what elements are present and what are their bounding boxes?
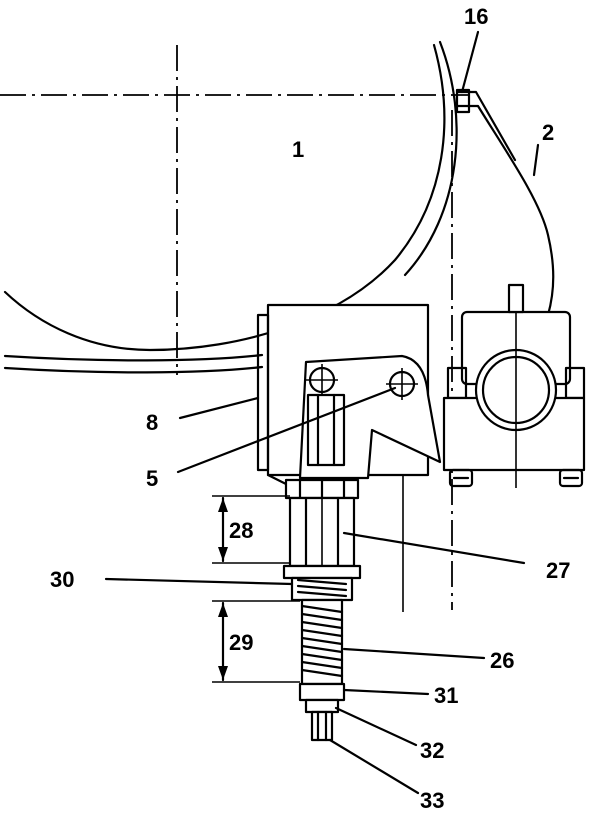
label-29: 29 xyxy=(229,630,253,655)
label-1: 1 xyxy=(292,137,304,162)
bearing-block xyxy=(442,283,586,488)
collar xyxy=(284,478,360,500)
label-30: 30 xyxy=(50,567,74,592)
label-27: 27 xyxy=(546,558,570,583)
spring xyxy=(296,578,348,686)
label-31: 31 xyxy=(434,683,458,708)
dimension-marks xyxy=(212,495,300,683)
label-8: 8 xyxy=(146,410,158,435)
sleeve xyxy=(282,496,362,602)
bracket-arm xyxy=(455,88,555,317)
label-26: 26 xyxy=(490,648,514,673)
leader-lines xyxy=(104,30,540,795)
rod-and-nuts xyxy=(298,682,346,742)
label-33: 33 xyxy=(420,788,444,813)
label-5: 5 xyxy=(146,466,158,491)
part-labels: 16 2 1 8 5 28 27 30 29 26 31 32 33 xyxy=(50,4,570,813)
label-16: 16 xyxy=(464,4,488,29)
lever xyxy=(298,354,442,480)
label-28: 28 xyxy=(229,518,253,543)
label-2: 2 xyxy=(542,120,554,145)
label-32: 32 xyxy=(420,738,444,763)
